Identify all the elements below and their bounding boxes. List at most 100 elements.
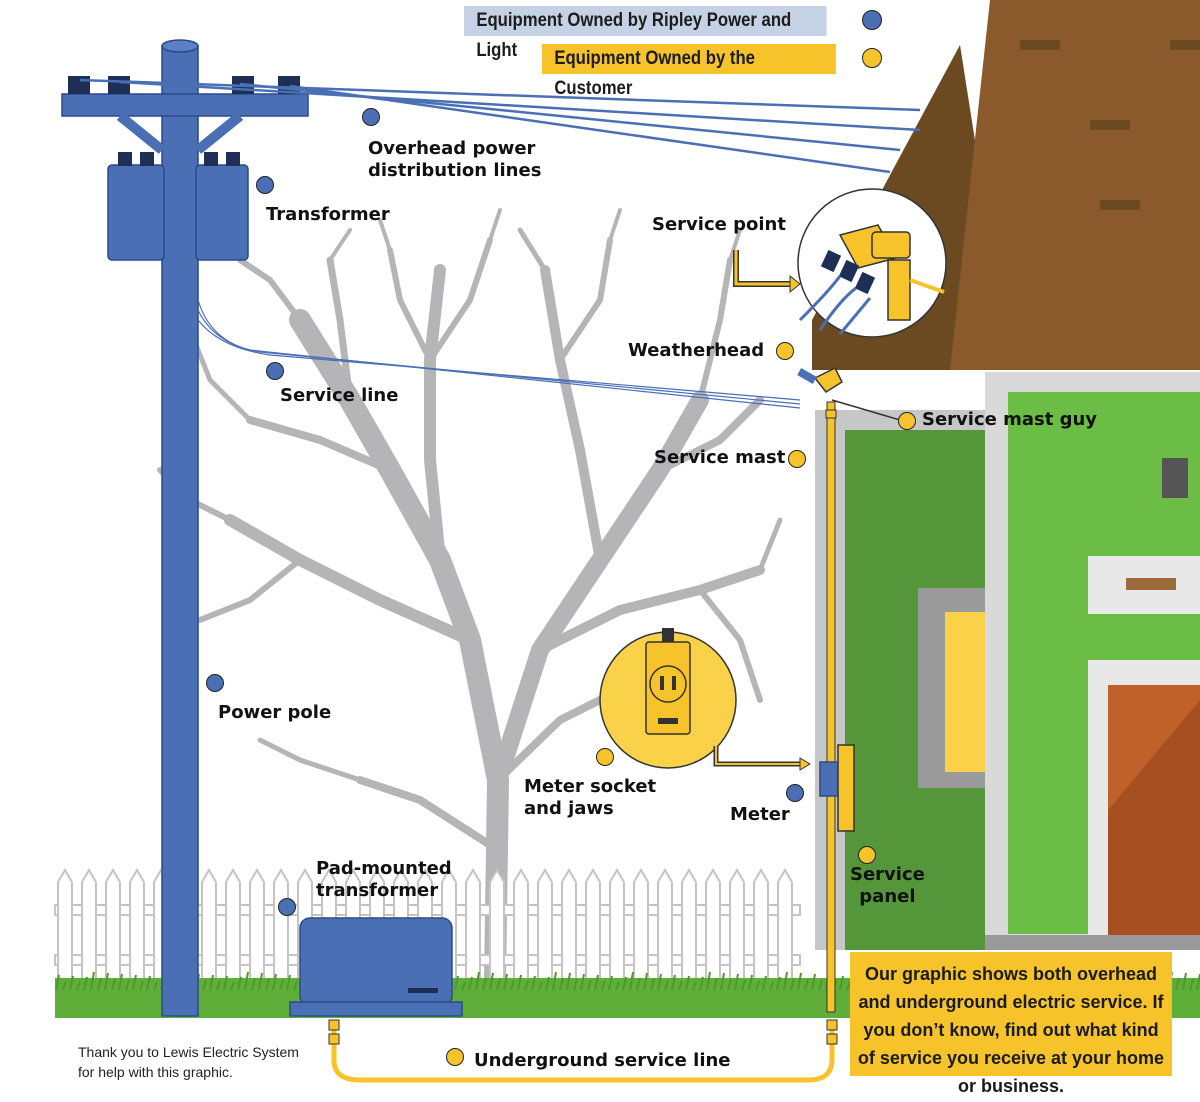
fence-picket [201, 868, 217, 986]
fence-picket [609, 868, 625, 986]
grass-blade [650, 978, 655, 991]
underground-line-label: Underground service line [474, 1050, 731, 1071]
grass-blade [111, 978, 116, 991]
grass-blade [524, 980, 529, 991]
grass-blade [251, 977, 256, 991]
grass-blade [755, 980, 760, 991]
grass-blade [713, 977, 718, 991]
house-roof-main [950, 0, 1200, 370]
grass-blade [76, 981, 81, 991]
grass-blade [209, 974, 214, 991]
overhead-distribution-lines [79, 78, 921, 174]
pad-transformer-label: Pad-mounted transformer [316, 858, 452, 901]
grass-blade [692, 981, 697, 991]
overhead-lines-label: Overhead power distribution lines [368, 138, 542, 181]
grass-blade [566, 972, 571, 991]
grass-blade [790, 977, 795, 991]
service-mast-label: Service mast [654, 447, 786, 468]
meter-label: Meter [730, 804, 790, 825]
grass-blade [797, 972, 802, 991]
legend-customer-label: Equipment Owned by the Customer [542, 44, 836, 99]
grass-blade [153, 981, 158, 991]
transformer-dot [256, 176, 274, 194]
grass-blade [216, 980, 221, 991]
grass-blade [769, 981, 774, 991]
overhead-lines-dot [362, 108, 380, 126]
grass-blade [489, 972, 494, 991]
credit-text: Thank you to Lewis Electric System for h… [78, 1044, 299, 1080]
grass-blade [699, 976, 704, 991]
fence-picket [681, 868, 697, 986]
service-point-label: Service point [652, 214, 786, 235]
grass-blade [146, 975, 151, 991]
grass-blade [510, 979, 515, 991]
service-mast-guy-label: Service mast guy [922, 409, 1098, 430]
pole-transformer-right [195, 164, 249, 261]
grass-blade [671, 974, 676, 991]
fence-picket [729, 868, 745, 986]
grass-blade [244, 971, 249, 991]
fence-picket [81, 868, 97, 986]
grass-blade [1182, 972, 1187, 991]
power-pole-dot [206, 674, 224, 692]
grass-blade [762, 975, 767, 991]
fence-picket [753, 868, 769, 986]
grass-blade [293, 980, 298, 991]
service-point-callout [733, 188, 947, 338]
transformer-label: Transformer [266, 204, 390, 225]
grass-blade [517, 974, 522, 991]
grass-blade [265, 978, 270, 991]
grass-blade [587, 979, 592, 991]
grass-blade [279, 979, 284, 991]
fence-picket [561, 868, 577, 986]
grass-blade [468, 976, 473, 991]
grass-blade [55, 974, 60, 991]
grass-blade [601, 980, 606, 991]
grass-blade [62, 980, 67, 991]
grass-blade [720, 972, 725, 991]
fence-picket [273, 868, 289, 986]
grass-blade [727, 978, 732, 991]
pole-transformer-left [107, 164, 165, 261]
fence-picket [585, 868, 601, 986]
grass-blade [741, 979, 746, 991]
meter-dot [786, 784, 804, 802]
grass-blade [125, 979, 130, 991]
underground-service-line [328, 1019, 838, 1083]
fence-picket [705, 868, 721, 986]
grass-blade [545, 976, 550, 991]
fence-picket [129, 868, 145, 986]
grass-blade [818, 979, 823, 991]
house-window [1162, 458, 1188, 498]
fence-picket [225, 868, 241, 986]
fence-picket [777, 868, 793, 986]
grass-blade [223, 975, 228, 991]
grass-blade [615, 981, 620, 991]
service-panel-label: Service panel [850, 864, 925, 907]
grass-blade [482, 977, 487, 991]
grass-blade [804, 978, 809, 991]
service-line-dot [266, 362, 284, 380]
grass-blade [496, 978, 501, 991]
grass-blade [202, 979, 207, 991]
legend-utility-dot [862, 10, 882, 30]
grass-blade [608, 975, 613, 991]
service-mast-guy-wire [831, 399, 901, 421]
grass-blade [454, 975, 459, 991]
grass-blade [657, 973, 662, 991]
fence-picket [105, 868, 121, 986]
grass-blade [97, 977, 102, 991]
grass-blade [559, 977, 564, 991]
info-note: Our graphic shows both overhead and unde… [850, 952, 1172, 1096]
weatherhead [813, 366, 843, 393]
meter [819, 761, 841, 797]
service-mast-guy-dot [898, 412, 916, 430]
service-mast-dot [788, 450, 806, 468]
fence-picket [489, 868, 505, 986]
grass-blade [83, 976, 88, 991]
tree [157, 208, 783, 991]
grass-blade [734, 973, 739, 991]
house [812, 0, 1200, 950]
fence-picket [633, 868, 649, 986]
power-pole-label: Power pole [218, 702, 332, 723]
